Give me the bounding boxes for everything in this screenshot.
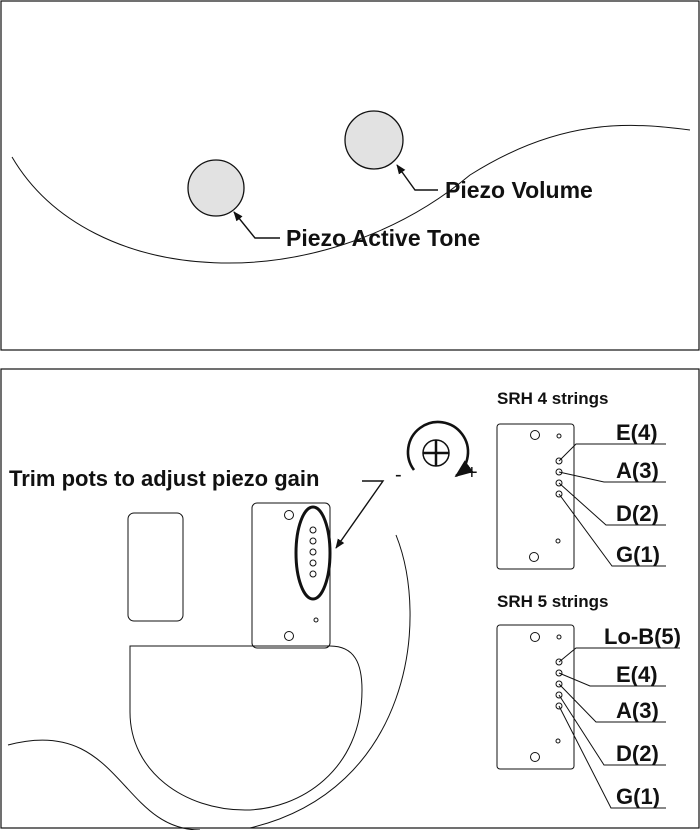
- srh4-small-hole: [555, 538, 561, 544]
- srh5-leader-lo-b: [558, 647, 680, 663]
- bridge-small-hole: [313, 617, 319, 623]
- srh5-label-g: G(1): [616, 784, 660, 809]
- srh4-label-a: A(3): [616, 458, 659, 483]
- trim-pot: [309, 537, 317, 545]
- srh4-title: SRH 4 strings: [497, 389, 608, 408]
- srh4-leader-e: [558, 443, 666, 462]
- srh5-leader-g: [558, 705, 666, 809]
- srh4-label-g: G(1): [616, 542, 660, 567]
- srh5-leader-a: [558, 683, 666, 723]
- srh4-diagram: SRH 4 strings E(4) A(3) D(2) G(1): [496, 389, 666, 570]
- srh4-small-hole: [556, 433, 562, 439]
- piezo-volume-leader: [396, 164, 438, 191]
- body-contour-top: [11, 124, 691, 264]
- srh5-label-a: A(3): [616, 698, 659, 723]
- srh4-label-e: E(4): [616, 420, 658, 445]
- bridge-plate-outline: [251, 502, 331, 649]
- plus-sign: +: [466, 462, 478, 484]
- bottom-panel: Trim pots to adjust piezo gain - + SRH 4…: [0, 368, 700, 830]
- srh5-screw-hole: [530, 632, 540, 642]
- trim-pots-leader: [335, 480, 385, 549]
- piezo-active-tone-leader: [233, 211, 280, 239]
- srh5-leader-e: [558, 672, 666, 687]
- srh4-label-d: D(2): [616, 501, 659, 526]
- top-panel-frame: [0, 0, 700, 351]
- trim-pot: [309, 559, 317, 567]
- srh5-small-hole: [556, 634, 562, 640]
- body-contour-right: [249, 534, 411, 829]
- srh5-label-d: D(2): [616, 741, 659, 766]
- srh5-label-lo-b: Lo-B(5): [604, 624, 681, 649]
- srh5-plate-outline: [496, 624, 575, 770]
- trim-pot: [309, 570, 317, 578]
- srh4-screw-hole: [530, 430, 540, 440]
- srh4-leader-a: [558, 471, 666, 483]
- lower-cavity-outline: [129, 645, 363, 811]
- srh4-leader-d: [558, 482, 666, 526]
- srh4-leader-g: [558, 493, 666, 567]
- piezo-volume-knob: [344, 110, 404, 170]
- bridge-screw-hole: [284, 510, 294, 520]
- srh5-small-hole: [555, 738, 561, 744]
- body-contour-left: [7, 739, 201, 830]
- srh5-diagram: SRH 5 strings Lo-B(5) E(4) A(3) D(2) G(1…: [496, 592, 681, 809]
- srh4-screw-hole: [529, 552, 539, 562]
- piezo-active-tone-knob: [187, 159, 245, 217]
- top-panel: Piezo Volume Piezo Active Tone: [0, 0, 700, 351]
- piezo-volume-label: Piezo Volume: [445, 177, 593, 203]
- piezo-active-tone-label: Piezo Active Tone: [286, 225, 480, 251]
- srh5-screw-hole: [530, 752, 540, 762]
- neck-pickup-outline: [127, 512, 184, 622]
- srh5-title: SRH 5 strings: [497, 592, 608, 611]
- trim-pots-highlight-ellipse: [294, 505, 332, 601]
- trim-pots-label: Trim pots to adjust piezo gain: [9, 466, 319, 491]
- srh5-label-e: E(4): [616, 662, 658, 687]
- trim-pot: [309, 526, 317, 534]
- bridge-screw-hole: [284, 631, 294, 641]
- srh5-leader-d: [558, 694, 666, 766]
- adjust-screw-icon: [406, 420, 474, 478]
- minus-sign: -: [395, 464, 402, 486]
- trim-pot: [309, 548, 317, 556]
